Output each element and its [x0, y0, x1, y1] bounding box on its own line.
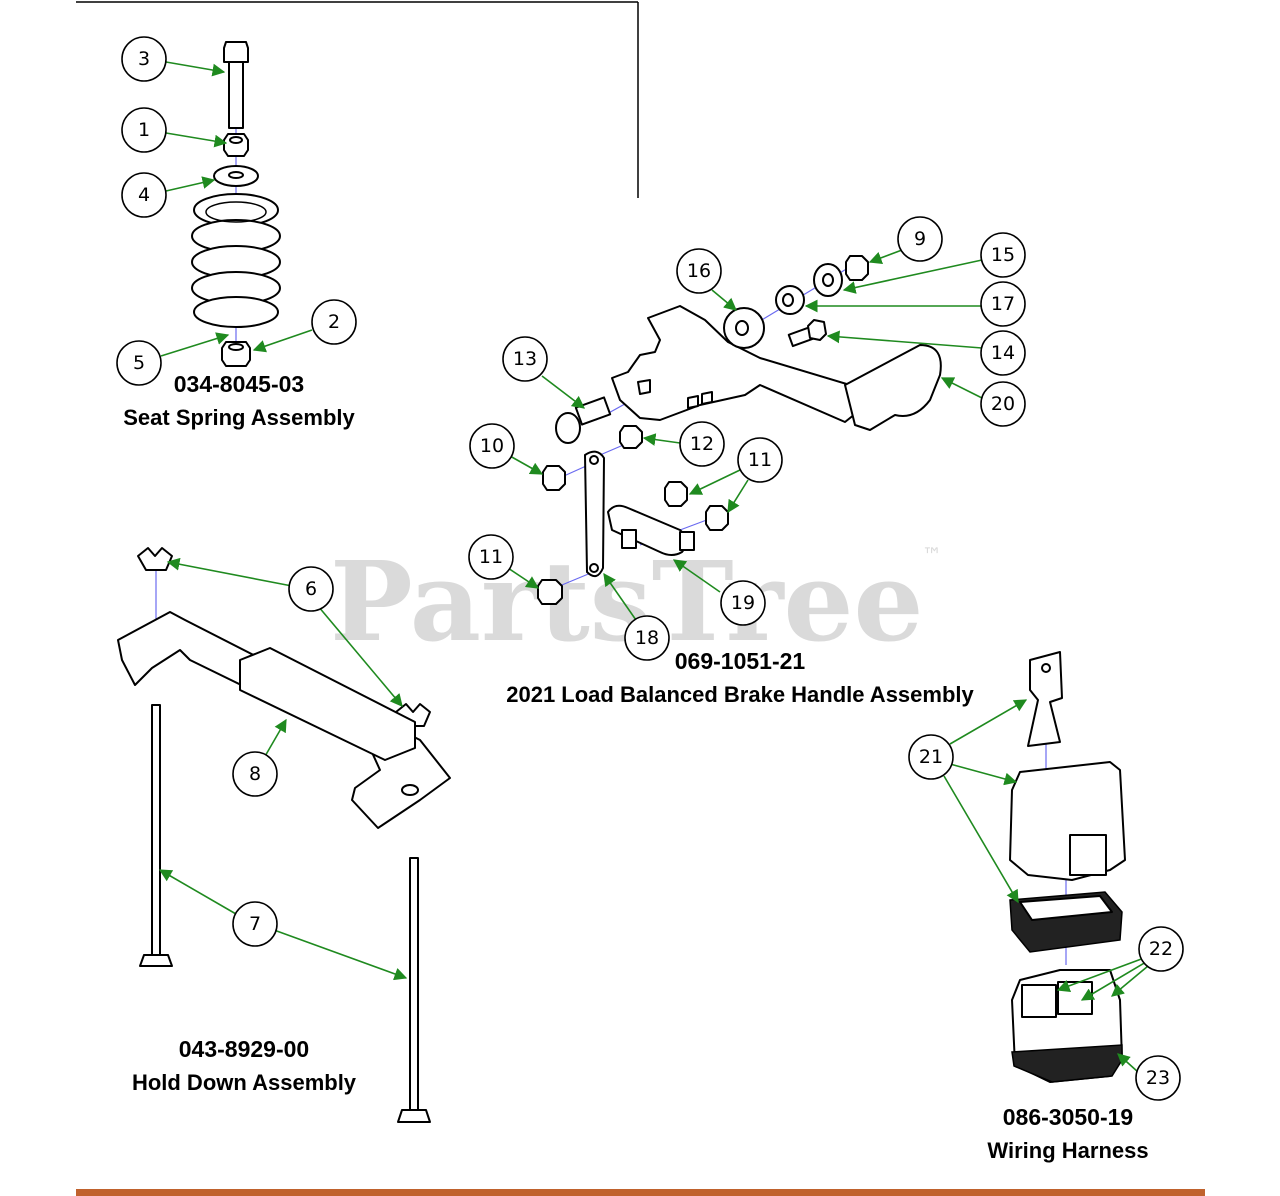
brake-handle-assembly [537, 255, 942, 605]
wiring-harness-part-number: 086-3050-19 [1003, 1104, 1133, 1130]
svg-text:11: 11 [748, 449, 772, 471]
callout-13[interactable]: 13 [502, 336, 548, 382]
callout-23[interactable]: 23 [1135, 1055, 1181, 1101]
svg-text:10: 10 [480, 435, 504, 457]
nut-10-part [542, 465, 566, 491]
wiring-harness-name: Wiring Harness [987, 1138, 1148, 1163]
svg-text:9: 9 [914, 228, 926, 250]
link-18-part [584, 450, 605, 578]
callout-16[interactable]: 16 [676, 248, 722, 294]
hold-down-name: Hold Down Assembly [132, 1070, 357, 1095]
svg-text:11: 11 [479, 546, 503, 568]
brake-handle-name: 2021 Load Balanced Brake Handle Assembly [506, 682, 974, 707]
grip-part [844, 344, 942, 431]
svg-text:13: 13 [513, 348, 537, 370]
wiring-harness-assembly [1009, 651, 1126, 1083]
callouts: 3 1 4 2 5 9 15 16 17 14 13 20 12 10 11 1… [116, 36, 1184, 1101]
callout-11-top[interactable]: 11 [737, 437, 783, 483]
seat-spring-name: Seat Spring Assembly [123, 405, 355, 430]
svg-text:18: 18 [635, 627, 659, 649]
svg-text:21: 21 [919, 746, 943, 768]
watermark-tm: ™ [922, 543, 942, 567]
hold-down-part-number: 043-8929-00 [179, 1036, 309, 1062]
footer-bar [76, 1189, 1205, 1196]
callout-6[interactable]: 6 [288, 566, 334, 612]
svg-text:23: 23 [1146, 1067, 1170, 1089]
callout-14[interactable]: 14 [980, 330, 1026, 376]
svg-text:16: 16 [687, 260, 711, 282]
svg-text:15: 15 [991, 244, 1015, 266]
svg-text:22: 22 [1149, 938, 1173, 960]
callout-8[interactable]: 8 [232, 751, 278, 797]
callout-10[interactable]: 10 [469, 423, 515, 469]
leader-lines [158, 61, 1149, 1073]
nut-11-right-part [705, 505, 729, 531]
nut-12-part [619, 425, 643, 449]
callout-4[interactable]: 4 [121, 172, 167, 218]
svg-text:8: 8 [249, 763, 261, 785]
rod-right-part [409, 857, 419, 1111]
callout-18[interactable]: 18 [624, 615, 670, 661]
svg-text:17: 17 [991, 293, 1015, 315]
callout-15[interactable]: 15 [980, 232, 1026, 278]
svg-text:2: 2 [328, 311, 340, 333]
seat-spring-part-number: 034-8045-03 [174, 371, 304, 397]
callout-3[interactable]: 3 [121, 36, 167, 82]
callout-20[interactable]: 20 [980, 381, 1026, 427]
callout-9[interactable]: 9 [897, 216, 943, 262]
seat-spring-assembly [191, 41, 281, 367]
callout-19[interactable]: 19 [720, 580, 766, 626]
svg-text:14: 14 [991, 342, 1015, 364]
spring-part [191, 193, 281, 328]
callout-22[interactable]: 22 [1138, 926, 1184, 972]
nut-11-lower-part [537, 579, 563, 605]
callout-2[interactable]: 2 [311, 299, 357, 345]
callout-5[interactable]: 5 [116, 340, 162, 386]
cover-part [1009, 761, 1126, 881]
svg-text:20: 20 [991, 393, 1015, 415]
clevis-pin-part [555, 396, 612, 444]
svg-text:6: 6 [305, 578, 317, 600]
callout-11-left[interactable]: 11 [468, 534, 514, 580]
wing-nut-left-part [137, 547, 173, 571]
brake-handle-part-number: 069-1051-21 [675, 648, 806, 674]
callout-12[interactable]: 12 [679, 421, 725, 467]
frame [76, 1, 1205, 1196]
callout-21[interactable]: 21 [908, 734, 954, 780]
clip-part [1027, 651, 1063, 747]
rod-left-part [151, 704, 161, 956]
svg-text:5: 5 [133, 352, 145, 374]
callout-1[interactable]: 1 [121, 107, 167, 153]
callout-7[interactable]: 7 [232, 901, 278, 947]
assembly-labels: 034-8045-03 Seat Spring Assembly 069-105… [123, 371, 1148, 1163]
callout-17[interactable]: 17 [980, 281, 1026, 327]
bolt-part [223, 41, 249, 129]
nut-11-mid-part [664, 481, 688, 507]
hold-down-assembly [117, 547, 451, 1123]
svg-text:4: 4 [138, 184, 150, 206]
svg-text:19: 19 [731, 592, 755, 614]
svg-text:3: 3 [138, 48, 150, 70]
svg-text:7: 7 [249, 913, 261, 935]
svg-text:12: 12 [690, 433, 714, 455]
svg-text:1: 1 [138, 119, 150, 141]
nut-9-part [845, 255, 869, 281]
